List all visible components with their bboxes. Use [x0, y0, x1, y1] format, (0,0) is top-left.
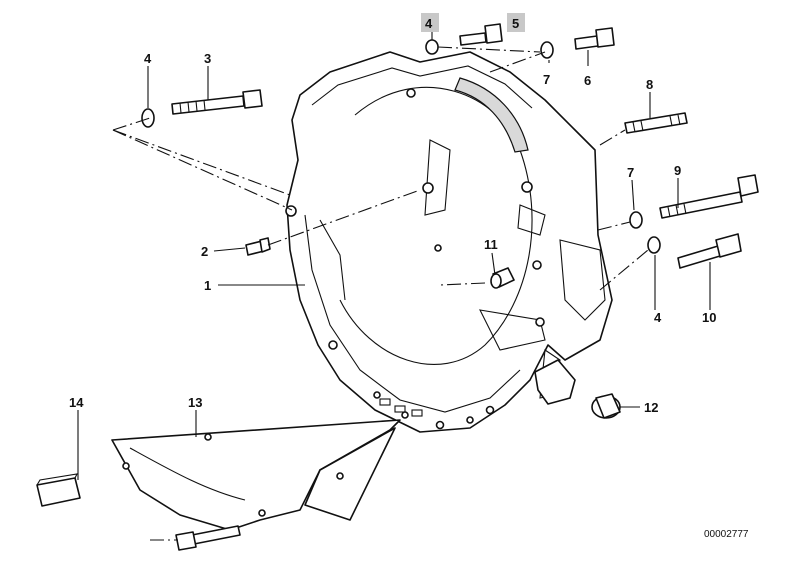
callout-11[interactable]: 11: [484, 237, 498, 252]
callout-4-left[interactable]: 4: [144, 51, 152, 66]
bolt-3: [171, 89, 263, 115]
bolt-5: [459, 23, 503, 46]
sleeve-11: [490, 267, 515, 289]
diagram-reference-number: 00002777: [704, 529, 749, 540]
callout-13[interactable]: 13: [188, 395, 202, 410]
bolt-10: [677, 233, 742, 269]
callout-7-right[interactable]: 7: [627, 165, 634, 180]
callout-1[interactable]: 1: [204, 278, 211, 293]
plug-12: [591, 393, 621, 419]
stud-8: [624, 112, 688, 134]
housing-bracket: [534, 359, 576, 405]
bolt-9: [659, 174, 759, 219]
cover-plate-13: [111, 419, 401, 531]
dowel-pin-2: [245, 237, 271, 256]
callout-3[interactable]: 3: [204, 51, 211, 66]
callout-9[interactable]: 9: [674, 163, 681, 178]
callout-14[interactable]: 14: [69, 395, 84, 410]
bell-housing: [285, 51, 613, 433]
washer-4-left: [141, 108, 155, 128]
callout-highlight-5: [507, 13, 525, 32]
callout-12[interactable]: 12: [644, 400, 658, 415]
washer-4-top: [425, 39, 439, 55]
callout-8[interactable]: 8: [646, 77, 653, 92]
callout-10[interactable]: 10: [702, 310, 716, 325]
callout-6[interactable]: 6: [584, 73, 591, 88]
bolt-6: [574, 27, 615, 50]
callout-4-top[interactable]: 4: [425, 16, 433, 31]
washer-7-top: [540, 41, 554, 59]
callout-highlight-4: [421, 13, 439, 32]
washer-7-right: [629, 211, 643, 229]
rubber-block-14: [36, 477, 81, 507]
callout-4-right[interactable]: 4: [654, 310, 662, 325]
cover-bolt: [175, 525, 241, 551]
callout-2[interactable]: 2: [201, 244, 208, 259]
washer-4-right: [647, 236, 661, 254]
callout-7-top[interactable]: 7: [543, 72, 550, 87]
callout-5[interactable]: 5: [512, 16, 519, 31]
